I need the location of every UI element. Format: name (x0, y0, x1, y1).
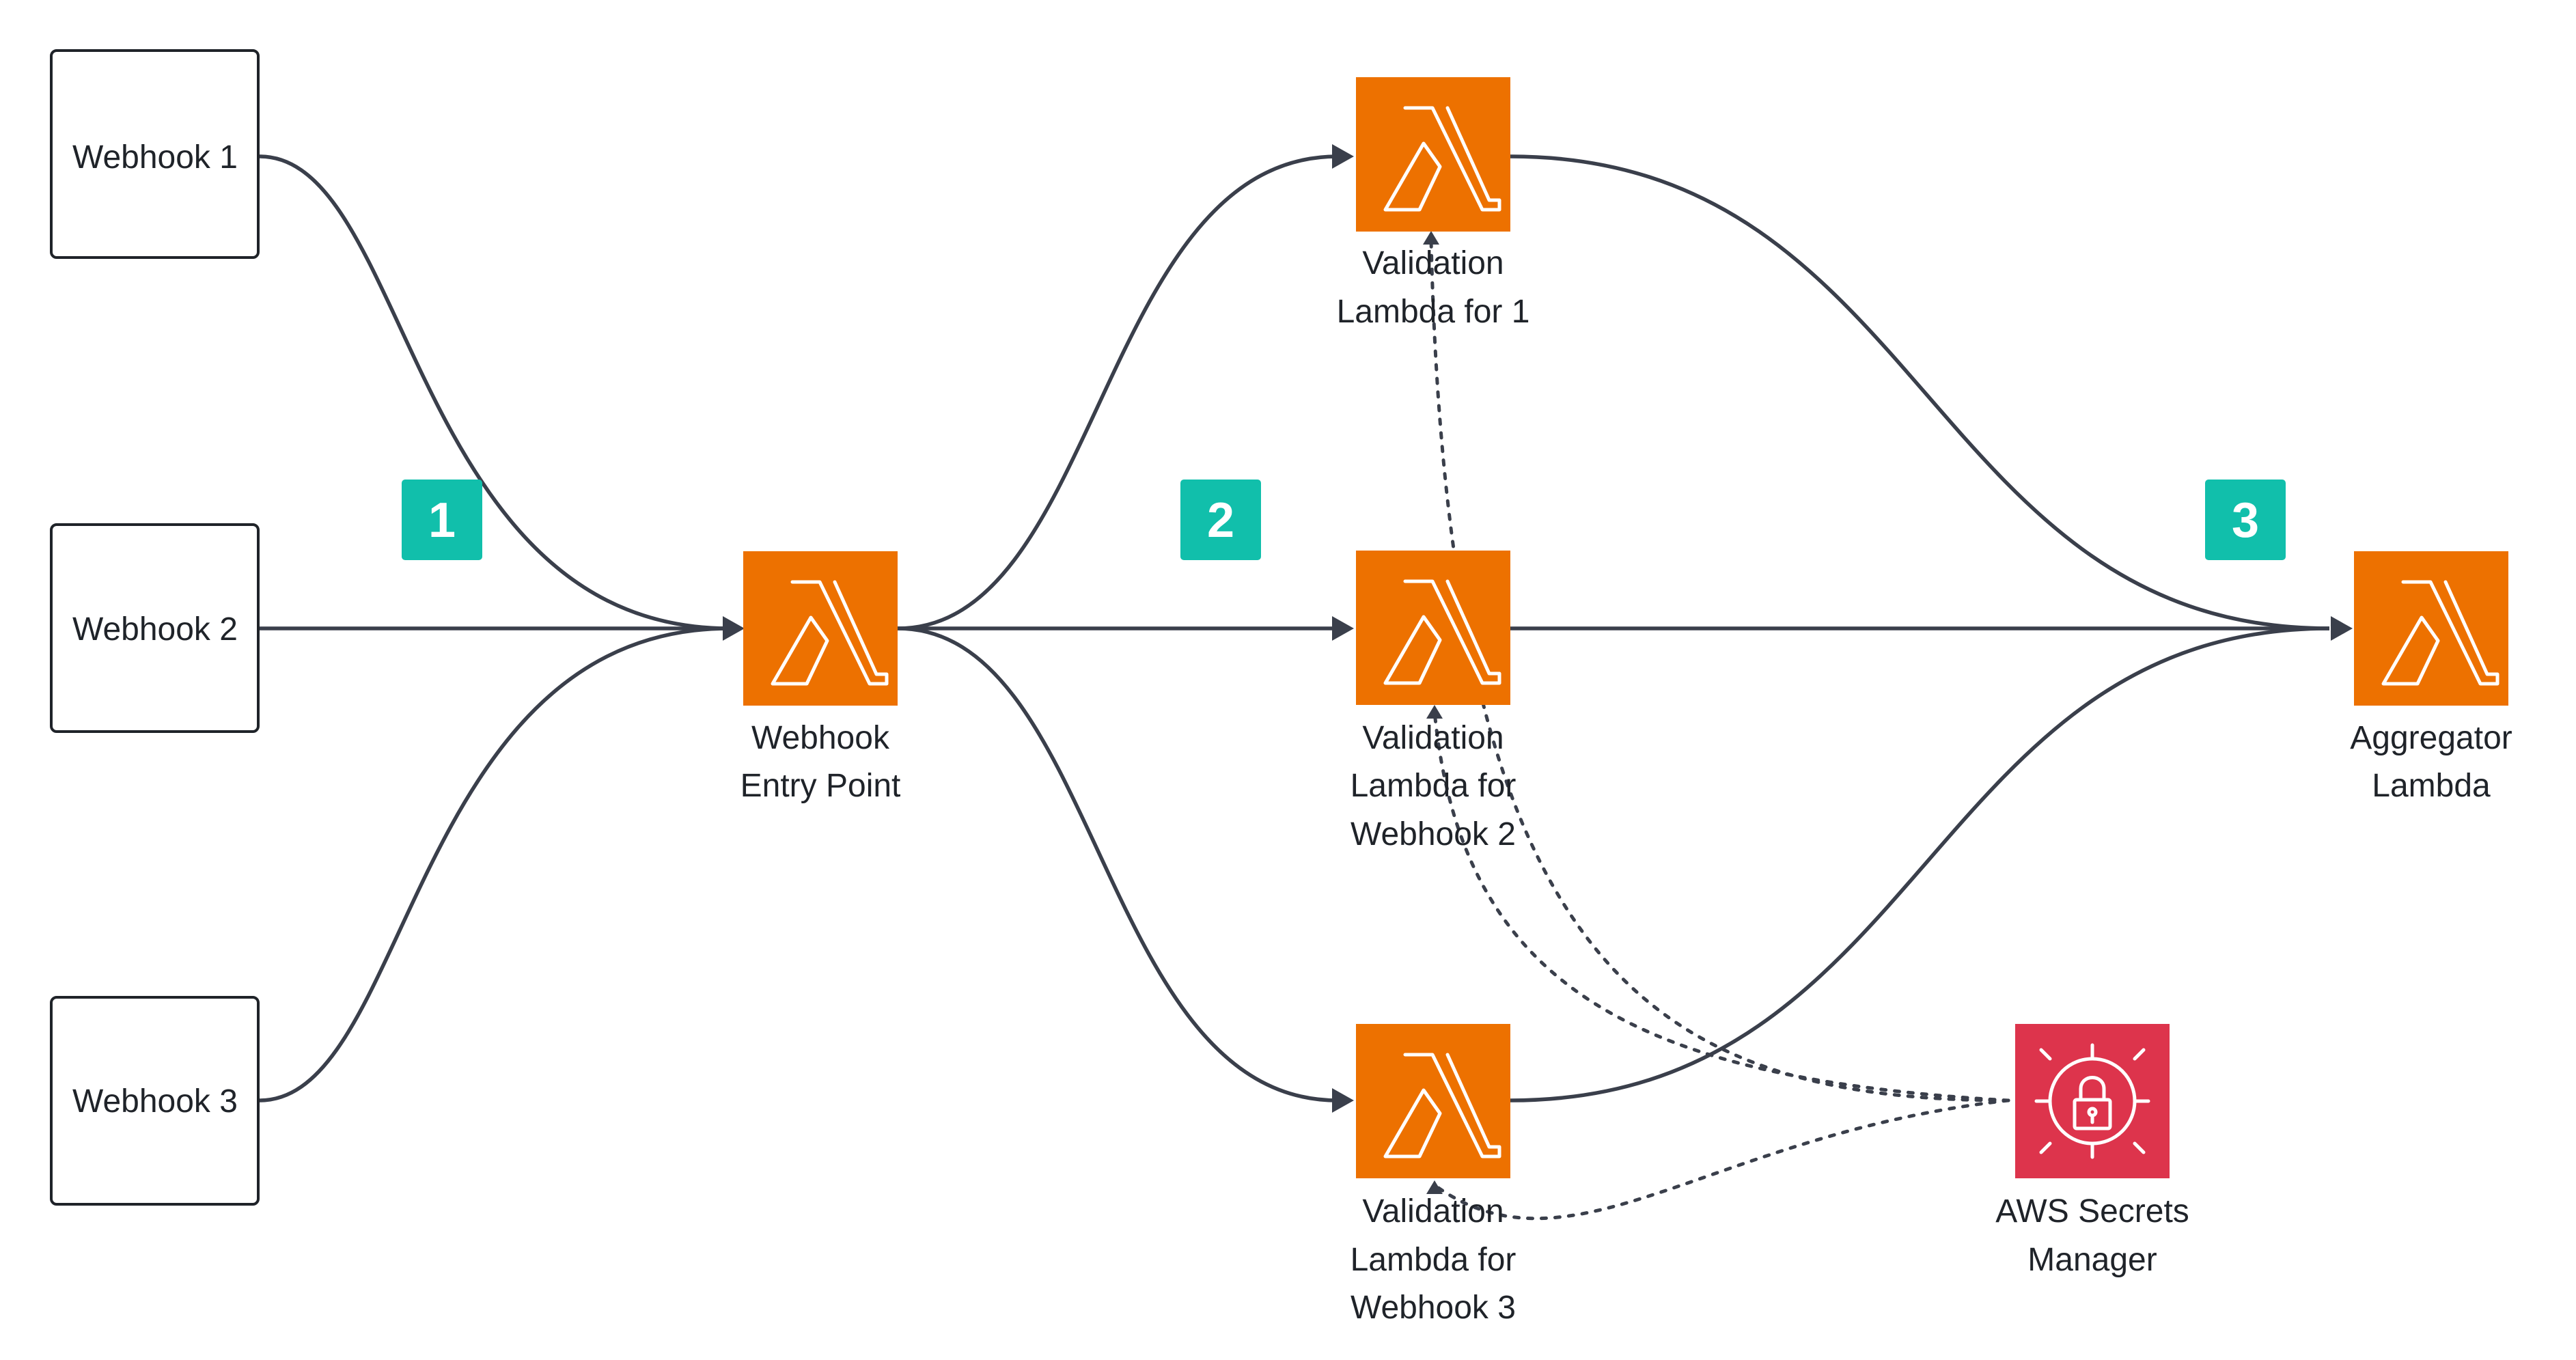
dotted-secrets-validation2 (1432, 710, 2010, 1102)
arrowhead-validation3 (1332, 1088, 1354, 1113)
lambda-icon (1356, 551, 1510, 705)
validation-2-label-line2: Lambda for (1351, 768, 1516, 804)
secrets-manager-label-line1: AWS Secrets (1995, 1193, 2189, 1230)
validation-1-label-line1: Validation (1362, 245, 1504, 281)
aggregator-label-line1: Aggregator (2350, 720, 2512, 756)
lambda-icon (1356, 77, 1510, 232)
validation-3-label-line1: Validation (1362, 1193, 1504, 1230)
arrowheads (723, 144, 2353, 1194)
validation-3-label-line2: Lambda for (1351, 1242, 1516, 1278)
edge-webhook3-entry (259, 626, 730, 1102)
arrowhead-aggregator (2331, 616, 2353, 641)
svg-text:2: 2 (1207, 493, 1234, 548)
validation-2-label-line3: Webhook 2 (1351, 816, 1516, 852)
arrowhead-secret-validation2 (1426, 705, 1443, 719)
svg-text:1: 1 (428, 493, 456, 548)
lambda-icon (1356, 1024, 1510, 1178)
edge-validation3-aggregator (1510, 626, 2330, 1102)
validation-lambda-1-node[interactable]: Validation Lambda for 1 (1337, 77, 1530, 330)
entry-point-label-line2: Entry Point (740, 768, 901, 804)
secrets-connections (1429, 238, 2010, 1221)
webhook-2-label: Webhook 2 (72, 611, 238, 648)
arrowhead-secret-validation3 (1426, 1180, 1443, 1194)
validation-lambda-2-node[interactable]: Validation Lambda for Webhook 2 (1351, 551, 1516, 852)
webhook-box-3[interactable]: Webhook 3 (50, 996, 260, 1206)
webhook-box-2[interactable]: Webhook 2 (50, 523, 260, 733)
validation-lambda-3-node[interactable]: Validation Lambda for Webhook 3 (1351, 1024, 1516, 1326)
validation-2-label-line1: Validation (1362, 720, 1504, 756)
arrowhead-validation2 (1332, 616, 1354, 641)
aws-secrets-manager-node[interactable]: AWS Secrets Manager (1995, 1024, 2189, 1278)
edge-entry-validation3 (897, 626, 1338, 1102)
connections (259, 154, 2330, 1102)
arrowhead-entry (723, 616, 745, 641)
webhook-box-1[interactable]: Webhook 1 (50, 49, 260, 259)
secrets-manager-icon (2015, 1024, 2170, 1178)
webhook-3-label: Webhook 3 (72, 1083, 238, 1120)
validation-3-label-line3: Webhook 3 (1351, 1290, 1516, 1326)
step-badge-1: 1 (402, 480, 482, 560)
lambda-icon (743, 551, 898, 706)
edge-webhook1-entry (259, 154, 730, 630)
svg-text:3: 3 (2232, 493, 2259, 548)
arrowhead-secret-validation1 (1423, 231, 1439, 245)
secrets-manager-label-line2: Manager (2027, 1242, 2157, 1278)
edge-entry-validation1 (897, 154, 1338, 630)
aggregator-lambda-node[interactable]: Aggregator Lambda (2350, 551, 2512, 804)
aggregator-label-line2: Lambda (2372, 768, 2491, 804)
validation-1-label-line2: Lambda for 1 (1337, 294, 1530, 330)
arrowhead-validation1 (1332, 144, 1354, 169)
webhook-1-label: Webhook 1 (72, 139, 238, 176)
entry-point-label-line1: Webhook (751, 720, 890, 756)
step-badge-2: 2 (1180, 480, 1261, 560)
step-badge-3: 3 (2205, 480, 2286, 560)
dotted-secrets-validation3 (1432, 1098, 2010, 1221)
dotted-secrets-validation1 (1429, 238, 2010, 1102)
webhook-entry-point-node[interactable]: Webhook Entry Point (740, 551, 901, 804)
lambda-icon (2354, 551, 2508, 706)
edge-validation1-aggregator (1510, 154, 2330, 630)
